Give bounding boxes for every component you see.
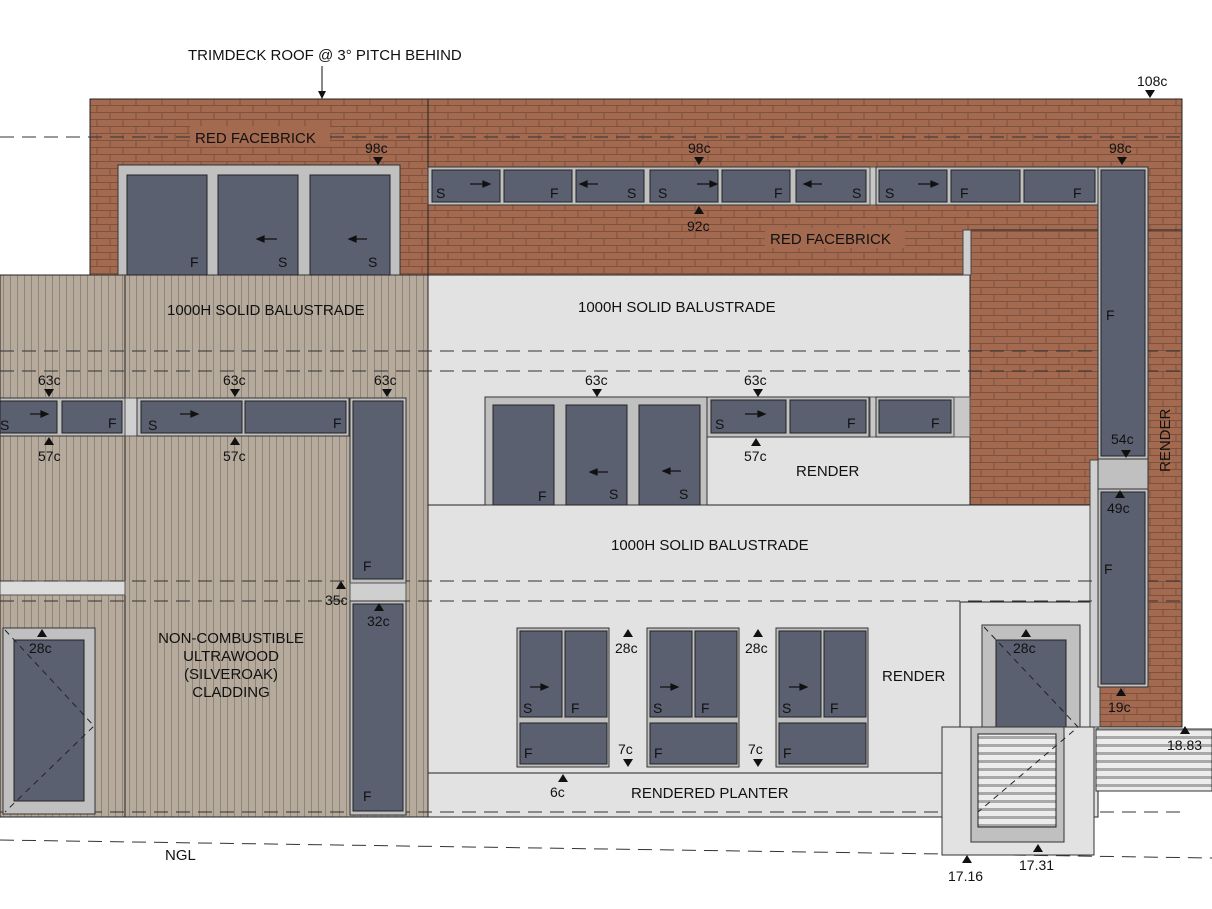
balustrade-label-mid: 1000H SOLID BALUSTRADE bbox=[578, 299, 776, 316]
level-mid-sill-1: 57c bbox=[38, 448, 61, 464]
pane-mark: S bbox=[658, 185, 667, 201]
render-label-lower: RENDER bbox=[882, 668, 946, 685]
door-left bbox=[2, 627, 96, 815]
pane-mark: S bbox=[148, 417, 157, 433]
level-door-right: 28c bbox=[1013, 640, 1036, 656]
pane-mark: F bbox=[654, 745, 663, 761]
cladding-note-2: ULTRAWOOD bbox=[183, 648, 279, 665]
level-roof-top: 108c bbox=[1137, 73, 1167, 89]
window-mid-left-strip bbox=[0, 397, 407, 816]
pane-mark: F bbox=[1104, 561, 1113, 577]
window-mid-render bbox=[484, 396, 971, 506]
pane-mark: F bbox=[1106, 307, 1115, 323]
pane-mark: S bbox=[852, 185, 861, 201]
level-spot-1883: 18.83 bbox=[1167, 737, 1202, 753]
facebrick-label-2: RED FACEBRICK bbox=[770, 231, 891, 248]
pane-mark: F bbox=[783, 745, 792, 761]
pane-mark: S bbox=[627, 185, 636, 201]
level-window-32: 32c bbox=[367, 613, 390, 629]
render-pier-stub bbox=[962, 229, 972, 276]
pane-mark: S bbox=[609, 486, 618, 502]
pane-mark: F bbox=[960, 185, 969, 201]
ngl-label: NGL bbox=[165, 847, 196, 864]
level-top-window-left: 98c bbox=[365, 140, 388, 156]
pane-mark: F bbox=[830, 700, 839, 716]
pane-mark: F bbox=[108, 415, 117, 431]
level-sill-7b: 7c bbox=[748, 741, 763, 757]
pane-mark: F bbox=[524, 745, 533, 761]
facebrick-label-1: RED FACEBRICK bbox=[195, 130, 316, 147]
pane-mark: F bbox=[363, 558, 372, 574]
level-win-group-1: 28c bbox=[615, 640, 638, 656]
render-label-mid: RENDER bbox=[796, 463, 860, 480]
pane-mark: S bbox=[885, 185, 894, 201]
pane-mark: F bbox=[190, 254, 199, 270]
balustrade-label-left: 1000H SOLID BALUSTRADE bbox=[167, 302, 365, 319]
window-top-strip bbox=[427, 166, 1149, 688]
pane-mark: F bbox=[847, 415, 856, 431]
pane-mark: S bbox=[715, 416, 724, 432]
planter bbox=[427, 772, 949, 818]
level-top-window-right: 98c bbox=[1109, 140, 1132, 156]
pane-mark: F bbox=[931, 415, 940, 431]
level-mid-head-5: 63c bbox=[744, 372, 767, 388]
pane-mark: F bbox=[1073, 185, 1082, 201]
facebrick-label-bg-2 bbox=[765, 228, 905, 248]
pane-mark: S bbox=[0, 417, 9, 433]
pane-mark: F bbox=[550, 185, 559, 201]
pane-mark: F bbox=[333, 415, 342, 431]
level-planter-6: 6c bbox=[550, 784, 565, 800]
level-top-window-sill: 92c bbox=[687, 218, 710, 234]
level-markers-down bbox=[44, 90, 1155, 767]
pane-mark: F bbox=[774, 185, 783, 201]
cladding-note-1: NON-COMBUSTIBLE bbox=[158, 630, 304, 647]
cladding-note-4: CLADDING bbox=[192, 684, 270, 701]
roof-leader-arrowhead bbox=[318, 91, 326, 99]
level-mid-head-1: 63c bbox=[38, 372, 61, 388]
level-mid-head-4: 63c bbox=[585, 372, 608, 388]
level-spot-1731: 17.31 bbox=[1019, 857, 1054, 873]
level-right-sill-19: 19c bbox=[1108, 699, 1131, 715]
slab-band-left bbox=[0, 580, 126, 596]
pane-mark: S bbox=[653, 700, 662, 716]
facebrick-label-bg-1 bbox=[190, 126, 330, 146]
level-markers-up bbox=[37, 206, 1190, 863]
pane-mark: S bbox=[523, 700, 532, 716]
pane-mark: S bbox=[679, 486, 688, 502]
pane-mark: S bbox=[782, 700, 791, 716]
planter-label: RENDERED PLANTER bbox=[631, 785, 789, 802]
level-sill-7a: 7c bbox=[618, 741, 633, 757]
pane-mark: F bbox=[363, 788, 372, 804]
level-mid-head-2: 63c bbox=[223, 372, 246, 388]
pane-mark: S bbox=[436, 185, 445, 201]
window-lower-groups bbox=[516, 627, 869, 768]
door-right bbox=[941, 624, 1212, 856]
level-right-window-2-top: 49c bbox=[1107, 500, 1130, 516]
render-label-vertical: RENDER bbox=[1157, 408, 1174, 472]
level-mid-head-3: 63c bbox=[374, 372, 397, 388]
roof-note: TRIMDECK ROOF @ 3° PITCH BEHIND bbox=[188, 47, 462, 64]
pane-mark: F bbox=[701, 700, 710, 716]
pane-mark: F bbox=[571, 700, 580, 716]
level-win-group-2: 28c bbox=[745, 640, 768, 656]
sliding-arrows bbox=[30, 180, 940, 691]
level-door-left: 28c bbox=[29, 640, 52, 656]
level-spot-1716: 17.16 bbox=[948, 868, 983, 884]
level-lines bbox=[0, 136, 1212, 859]
level-top-window-mid: 98c bbox=[688, 140, 711, 156]
level-mid-sill-3: 57c bbox=[744, 448, 767, 464]
pane-mark: S bbox=[368, 254, 377, 270]
balustrade-label-lower: 1000H SOLID BALUSTRADE bbox=[611, 537, 809, 554]
level-slab-35: 35c bbox=[325, 592, 348, 608]
pane-mark: F bbox=[538, 488, 547, 504]
level-right-window-head: 54c bbox=[1111, 431, 1134, 447]
window-top-left bbox=[117, 164, 401, 276]
cladding-note-3: (SILVEROAK) bbox=[184, 666, 278, 683]
level-mid-sill-2: 57c bbox=[223, 448, 246, 464]
pane-mark: S bbox=[278, 254, 287, 270]
